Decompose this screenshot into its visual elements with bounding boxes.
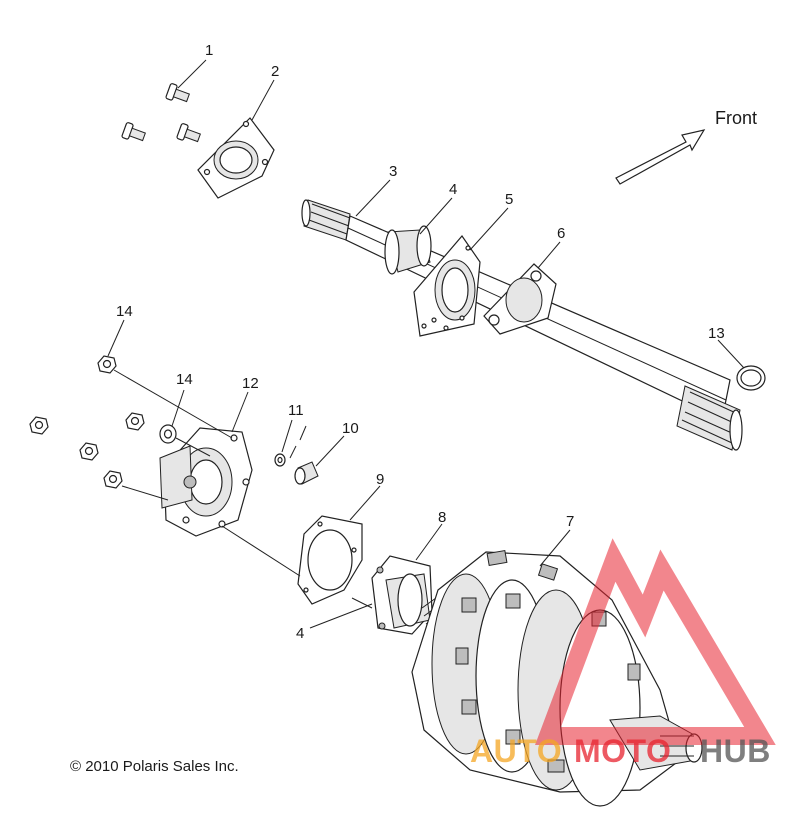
front-label: Front bbox=[715, 108, 757, 128]
callout-14-lower: 14 bbox=[176, 371, 193, 388]
callout-7: 7 bbox=[566, 513, 574, 530]
callout-5: 5 bbox=[505, 191, 513, 208]
o-ring-part-13 bbox=[736, 365, 766, 391]
bearing-housing-part-8 bbox=[371, 555, 441, 635]
washer-part-11 bbox=[274, 453, 286, 467]
callout-8: 8 bbox=[438, 509, 446, 526]
callout-6: 6 bbox=[557, 225, 565, 242]
copyright-text: © 2010 Polaris Sales Inc. bbox=[70, 758, 239, 775]
watermark-text: AUTO MOTO HUB bbox=[470, 733, 771, 769]
callout-4-upper: 4 bbox=[449, 181, 457, 198]
callout-14-upper: 14 bbox=[116, 303, 133, 320]
callout-9: 9 bbox=[376, 471, 384, 488]
callout-13: 13 bbox=[708, 325, 725, 342]
gasket-part-9 bbox=[297, 515, 363, 605]
watermark-text-right: HUB bbox=[700, 733, 771, 769]
bearing-flange-part-2 bbox=[197, 117, 275, 199]
callout-3: 3 bbox=[389, 163, 397, 180]
hub-flange-part-12 bbox=[159, 427, 253, 537]
callout-4-lower: 4 bbox=[296, 625, 304, 642]
watermark-text-mid: MOTO bbox=[574, 733, 671, 769]
bearing-part-4-upper bbox=[384, 225, 432, 275]
front-direction-arrow bbox=[615, 129, 706, 185]
flange-plate-part-6 bbox=[483, 263, 557, 335]
nut-part-14 bbox=[29, 355, 177, 489]
bearing-flange-part-5 bbox=[413, 235, 481, 337]
callout-2: 2 bbox=[271, 63, 279, 80]
callout-labels: 1 2 3 4 5 6 7 8 9 10 11 12 13 14 14 4 Fr… bbox=[116, 42, 757, 642]
leader-lines bbox=[107, 59, 745, 629]
pin-part-10 bbox=[294, 461, 319, 485]
callout-1: 1 bbox=[205, 42, 213, 59]
callout-12: 12 bbox=[242, 375, 259, 392]
callout-11: 11 bbox=[288, 402, 304, 419]
watermark-logo bbox=[535, 538, 776, 745]
callout-10: 10 bbox=[342, 420, 359, 437]
watermark-text-left: AUTO bbox=[470, 733, 562, 769]
bolt-part-1 bbox=[121, 83, 201, 143]
